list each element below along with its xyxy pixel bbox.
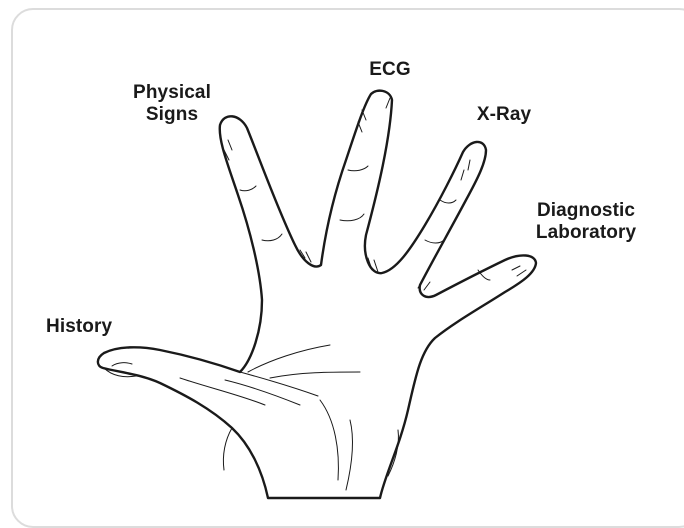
label-physical-signs: Physical Signs bbox=[118, 82, 226, 126]
label-physical-signs-line1: Physical bbox=[118, 82, 226, 104]
label-diagnostic-line2: Laboratory bbox=[516, 222, 656, 244]
label-xray: X-Ray bbox=[458, 104, 550, 126]
hand-outline bbox=[98, 91, 536, 498]
label-history: History bbox=[46, 316, 112, 338]
label-ecg: ECG bbox=[352, 59, 428, 81]
label-physical-signs-line2: Signs bbox=[118, 104, 226, 126]
label-diagnostic-laboratory: Diagnostic Laboratory bbox=[516, 200, 656, 244]
label-diagnostic-line1: Diagnostic bbox=[516, 200, 656, 222]
hand-illustration bbox=[0, 0, 684, 511]
